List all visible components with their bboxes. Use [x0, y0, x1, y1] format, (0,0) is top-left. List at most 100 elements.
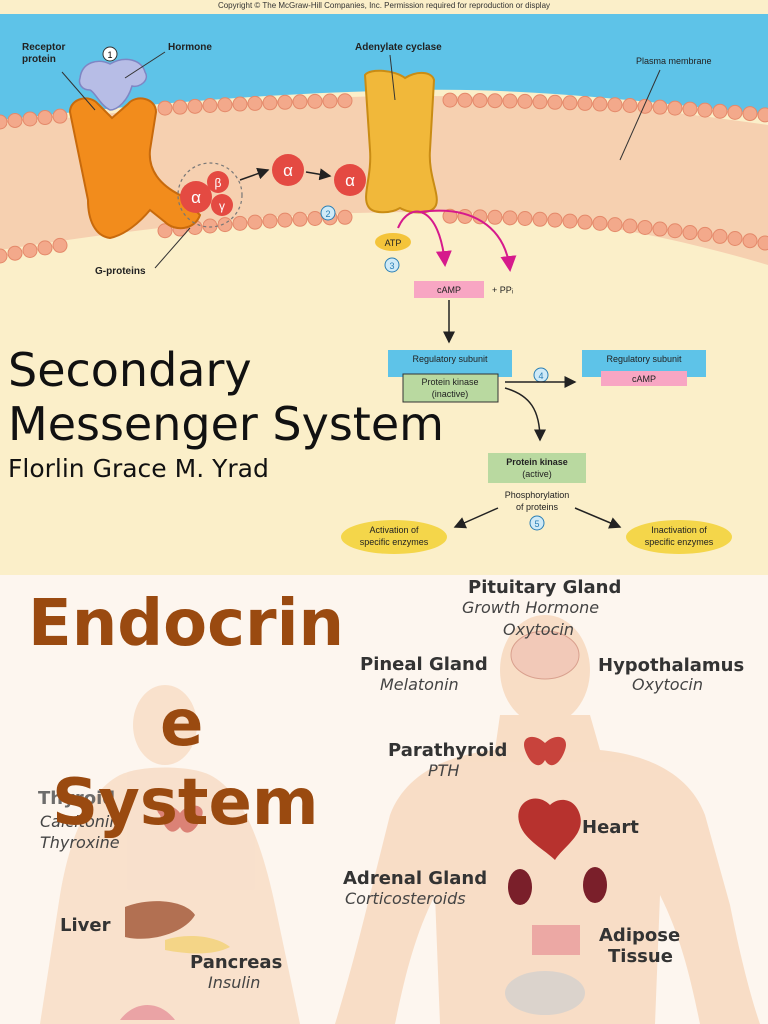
phospholipid-head [637, 219, 653, 235]
pk-active-label-2: (active) [522, 469, 552, 479]
liver-shape [125, 901, 195, 939]
phospholipid-head [727, 231, 743, 246]
adenylate-cyclase-shape [363, 69, 438, 214]
phospholipid-head [577, 95, 593, 111]
copyright-text: Copyright © The McGraw-Hill Companies, I… [218, 1, 550, 10]
parathyroid-label: Parathyroid [388, 740, 508, 761]
parathyroid-shape [524, 736, 566, 766]
g-protein-gamma [211, 194, 233, 216]
adipose-label-1: Adipose [599, 925, 681, 946]
phospholipid-head [217, 97, 233, 113]
signaling-diagram: Copyright © The McGraw-Hill Companies, I… [0, 1, 768, 554]
phospholipid-head [652, 221, 668, 237]
receptor-label-1: Receptor [22, 42, 65, 53]
heart-shape [518, 798, 581, 860]
phospholipid-head [277, 94, 293, 110]
phospholipid-head [247, 95, 263, 111]
phospholipid-head [757, 235, 768, 251]
phospholipid-head [712, 228, 728, 244]
phospholipid-head [547, 212, 563, 228]
secondary-messenger-slide: Copyright © The McGraw-Hill Companies, I… [0, 0, 768, 575]
phospholipid-head [7, 112, 23, 128]
phospholipid-head [22, 111, 38, 127]
phospholipid-head [22, 242, 38, 258]
liver-label: Liver [60, 915, 111, 936]
svg-text:4: 4 [538, 371, 543, 381]
phospholipid-head [472, 92, 488, 108]
activation-arrow [504, 387, 546, 442]
g-protein-beta [207, 171, 229, 193]
receptor-leader [61, 71, 96, 111]
phospholipid-head [232, 215, 248, 231]
gproteins-label: G-proteins [95, 266, 146, 277]
phospholipid-head [517, 211, 533, 226]
hormone-leader [124, 51, 166, 79]
kidney-left [508, 869, 532, 905]
phospholipid-head [532, 211, 548, 227]
ppi-label: + PPᵢ [492, 285, 513, 295]
phospholipid-head [562, 213, 578, 229]
phospholipid-head [37, 110, 53, 126]
ppi-arrow [419, 209, 517, 272]
phospholipid-head [532, 94, 548, 110]
hypothalamus-hormone: Oxytocin [632, 675, 703, 694]
phospho-label-1: Phosphorylation [505, 490, 570, 500]
adrenal-hormone: Corticosteroids [345, 889, 466, 908]
pancreas-shape [165, 935, 230, 954]
pineal-hormone: Melatonin [380, 675, 459, 694]
phospholipid-head [487, 93, 503, 109]
phospholipid-head [667, 223, 683, 239]
phospholipid-head [757, 107, 768, 123]
adipose-label-2: Tissue [608, 946, 673, 967]
phospholipid-head [607, 97, 623, 113]
endocrine-slide: Pituitary Gland Growth Hormone Oxytocin … [0, 575, 768, 1024]
phospholipid-head [322, 93, 338, 109]
regulatory-subunit-label-2: Regulatory subunit [606, 354, 682, 364]
atp-badge [375, 233, 411, 251]
phospholipid-head [172, 99, 188, 115]
phospholipid-head [0, 114, 8, 130]
phospholipid-head [292, 94, 308, 110]
phospholipid-head [502, 93, 518, 109]
phospholipid-head [607, 217, 623, 233]
phospholipid-head [157, 100, 173, 116]
slide-title-line-1: Secondary [8, 343, 252, 397]
phospholipid-head [337, 209, 353, 225]
arrow-alpha-cyclase [305, 168, 332, 181]
phospholipid-head [727, 104, 743, 120]
camp-box [414, 281, 484, 298]
phospholipid-head [232, 96, 248, 112]
arrow-to-activation [453, 507, 499, 529]
camp-label: cAMP [437, 285, 461, 295]
phospholipid-head [697, 102, 713, 118]
endocrine-title-line-1: Endocrin [28, 587, 345, 661]
phospholipid-head [667, 100, 683, 116]
phospholipid-head [742, 233, 758, 249]
phospholipid-head [7, 245, 23, 261]
phospholipid-head [217, 217, 233, 233]
hypothalamus-label: Hypothalamus [598, 655, 745, 676]
activation-label-2: specific enzymes [360, 537, 429, 547]
pituitary-hormone-1: Growth Hormone [462, 598, 600, 617]
phospholipid-head [262, 95, 278, 111]
phospholipid-head [202, 98, 218, 113]
thyroid-label: Thyroid [38, 788, 116, 809]
membrane-heads-outer [0, 92, 768, 130]
slide-title-line-2: Messenger System [8, 397, 444, 451]
phospholipid-head [0, 248, 8, 264]
kidney-pair-bottom [505, 971, 585, 1015]
inactivation-ellipse [626, 520, 732, 554]
author-name: Florlin Grace M. Yrad [8, 454, 269, 483]
step-3-marker: 3 [384, 257, 400, 273]
adipose-shape [532, 925, 580, 955]
phospholipid-head [442, 92, 458, 108]
membrane-label: Plasma membrane [636, 56, 712, 66]
phospholipid-head [307, 93, 323, 109]
receptor-protein-shape [68, 97, 202, 240]
pancreas-label: Pancreas [190, 952, 283, 973]
phospholipid-head [742, 106, 758, 122]
regulatory-subunit-label: Regulatory subunit [412, 354, 488, 364]
arrow-g-alpha [239, 167, 270, 181]
phospholipid-head [487, 209, 503, 225]
phospholipid-head [592, 215, 608, 231]
